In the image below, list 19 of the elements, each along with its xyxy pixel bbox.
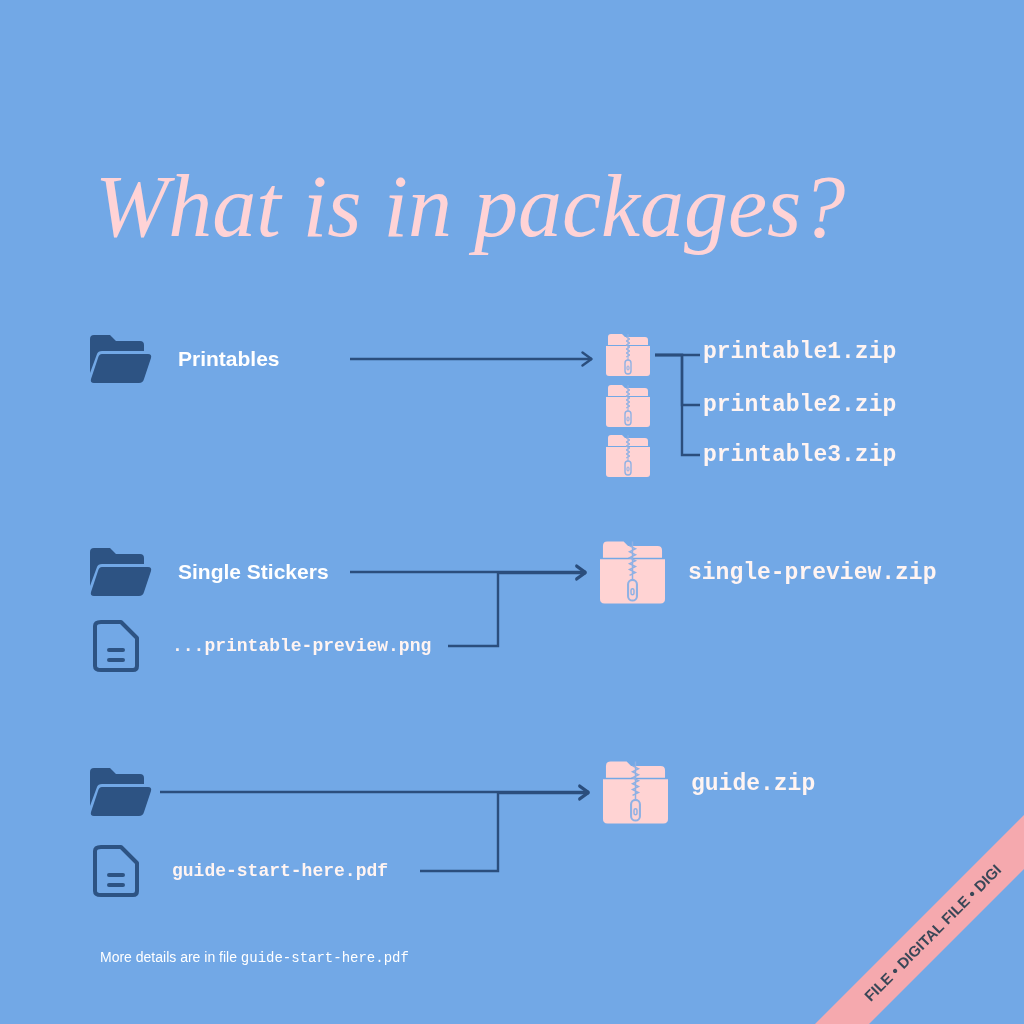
folder-icon (90, 768, 152, 816)
file-name: guide-start-here.pdf (172, 860, 389, 883)
footnote: More details are in file guide-start-here.pdf (100, 948, 409, 967)
arrow (420, 785, 590, 873)
file-name: printable2.zip (703, 391, 897, 419)
arrow (160, 784, 590, 800)
file-name: printable3.zip (703, 441, 897, 469)
file-name: ...printable-preview.png (172, 635, 432, 658)
arrow (448, 565, 587, 648)
arrow (350, 564, 587, 580)
folder-name: Single Stickers (178, 559, 329, 585)
file-name: guide.zip (691, 770, 816, 799)
zip-folder-icon (606, 333, 650, 377)
folder-name: Printables (178, 346, 280, 372)
file-name: printable1.zip (703, 338, 897, 366)
file-name: single-preview.zip (688, 558, 937, 588)
connector-line (655, 353, 700, 457)
arrow (350, 351, 593, 367)
title: What is in packages? (95, 157, 846, 257)
